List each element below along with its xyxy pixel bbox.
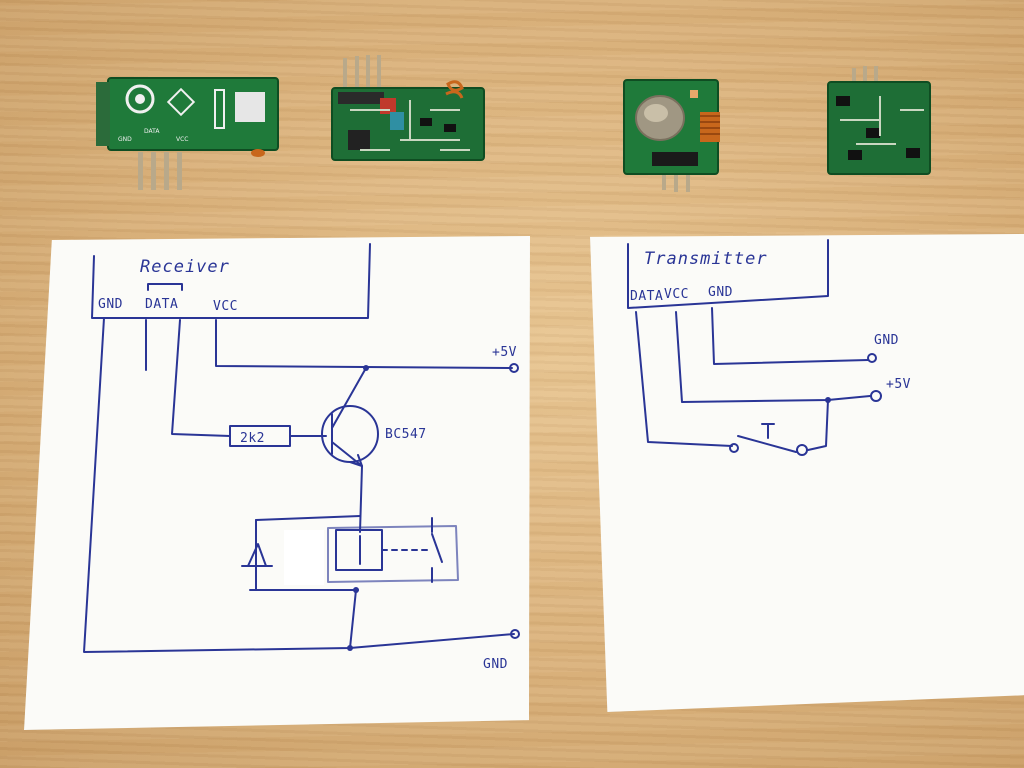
data-bracket <box>147 283 183 291</box>
transmitter-schematic: Transmitter DATA VCC GND GND +5V T <box>627 239 911 456</box>
transmitter-module-front <box>623 79 720 192</box>
receiver-module-back <box>331 55 485 161</box>
transmitter-supply-label: +5V <box>886 377 911 392</box>
silk-vcc: VCC <box>176 136 188 143</box>
receiver-gnd-label: GND <box>483 657 508 672</box>
transmitter-module-back <box>827 66 931 175</box>
transmitter-gnd-label: GND <box>874 333 899 348</box>
relay-contact <box>431 517 443 583</box>
receiver-gnd-rail <box>83 317 515 653</box>
vcc-terminal <box>509 363 519 373</box>
transmitter-module-outline <box>627 239 829 309</box>
switch-terminal-a <box>729 443 739 453</box>
receiver-pin-data: DATA <box>145 297 178 312</box>
vcc-rail <box>215 319 513 369</box>
receiver-pin-gnd: GND <box>98 297 123 312</box>
receiver-module-outline <box>91 243 371 319</box>
gnd-terminal <box>510 629 520 639</box>
switch-lever <box>737 435 797 453</box>
transmitter-title: Transmitter <box>644 249 768 269</box>
receiver-module-front: GND DATA VCC <box>96 77 279 190</box>
receiver-supply-label: +5V <box>492 345 517 360</box>
white-out <box>284 530 324 585</box>
transmitter-pin-gnd: GND <box>708 285 733 300</box>
transmitter-pin-data: DATA <box>630 289 663 304</box>
receiver-schematic: Receiver GND DATA VCC GND +5V 2k2 BC547 <box>83 243 520 672</box>
switch-terminal-b <box>796 444 808 456</box>
resistor-label: 2k2 <box>240 431 265 446</box>
switch-label: T <box>770 415 778 430</box>
transistor-label: BC547 <box>385 427 427 442</box>
silk-data: DATA <box>144 128 160 135</box>
transmitter-vcc-wire <box>675 311 871 403</box>
receiver-pin-vcc: VCC <box>213 299 238 314</box>
silk-gnd: GND <box>118 136 132 143</box>
transmitter-pin-vcc: VCC <box>664 287 689 302</box>
gear-logo-icon <box>125 84 155 114</box>
transmitter-sheet <box>590 234 1024 712</box>
diode <box>241 543 273 567</box>
transistor <box>321 405 379 463</box>
transmitter-data-wire <box>635 311 733 447</box>
receiver-title: Receiver <box>140 257 230 277</box>
data-wire <box>171 319 231 437</box>
transmitter-gnd-wire <box>711 307 869 365</box>
